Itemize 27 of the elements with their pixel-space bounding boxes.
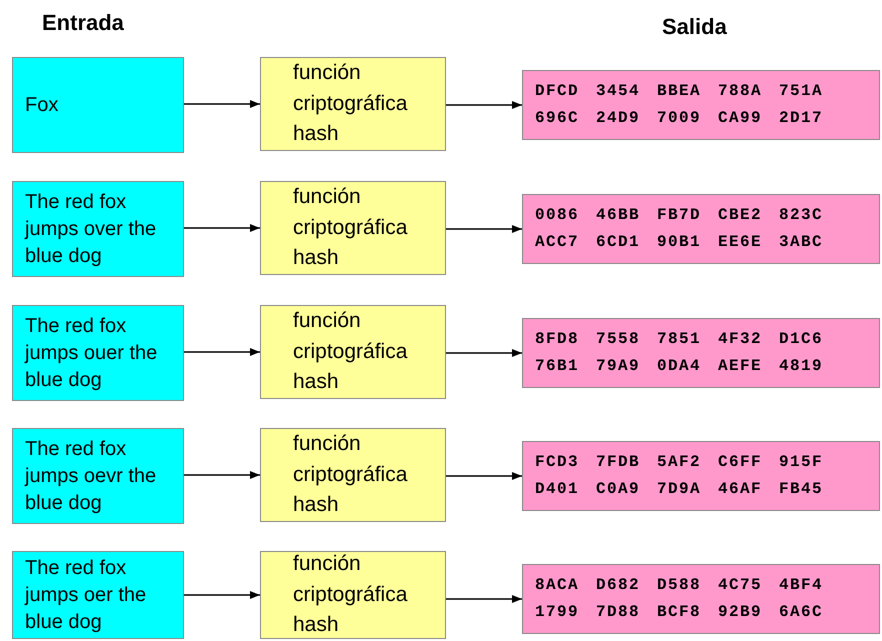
hash-function-box: función criptográfica hash — [260, 305, 446, 399]
input-box: The red fox jumps oevr the blue dog — [12, 428, 184, 524]
arrow — [184, 348, 260, 356]
hash-function-box: función criptográfica hash — [260, 428, 446, 522]
arrow — [184, 224, 260, 232]
input-box: The red fox jumps ouer the blue dog — [12, 305, 184, 401]
hash-output-box: FCD3 7FDB 5AF2 C6FF 915F D401 C0A9 7D9A 46AF FB45 — [522, 441, 880, 511]
arrow — [446, 472, 522, 480]
input-box: The red fox jumps over the blue dog — [12, 181, 184, 277]
arrow — [446, 225, 522, 233]
arrow — [184, 100, 260, 108]
column-heading: Salida — [662, 14, 727, 40]
arrow — [184, 471, 260, 479]
arrow — [184, 591, 260, 599]
hash-output-box: 8ACA D682 D588 4C75 4BF4 1799 7D88 BCF8 92B9 6A6C — [522, 564, 880, 634]
column-heading: Entrada — [42, 10, 124, 36]
hash-output-box: DFCD 3454 BBEA 788A 751A 696C 24D9 7009 CA99 2D17 — [522, 70, 880, 140]
hash-output-box: 8FD8 7558 7851 4F32 D1C6 76B1 79A9 0DA4 AEFE 4819 — [522, 318, 880, 388]
hash-function-box: función criptográfica hash — [260, 181, 446, 275]
hash-function-box: función criptográfica hash — [260, 551, 446, 639]
input-box: Fox — [12, 57, 184, 153]
hash-output-box: 0086 46BB FB7D CBE2 823C ACC7 6CD1 90B1 EE6E 3ABC — [522, 194, 880, 264]
arrow — [446, 349, 522, 357]
hash-function-box: función criptográfica hash — [260, 57, 446, 151]
arrow — [446, 595, 522, 603]
arrow — [446, 101, 522, 109]
input-box: The red fox jumps oer the blue dog — [12, 551, 184, 639]
